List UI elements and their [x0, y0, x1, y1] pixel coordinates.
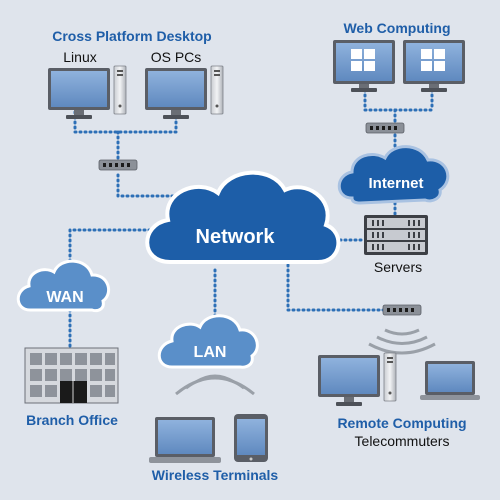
- connector-web-left: [363, 88, 434, 112]
- internet-cloud: Internet: [337, 145, 450, 205]
- connector-network-wan: [68, 228, 172, 264]
- desktop-switch-icon: [98, 159, 138, 171]
- servers-icon: [364, 215, 428, 255]
- remote-switch-icon: [382, 304, 422, 316]
- wireless-terminals-label: Wireless Terminals: [152, 467, 279, 483]
- connector-network-remote: [286, 263, 387, 312]
- linux-label: Linux: [63, 49, 96, 65]
- lan-label: LAN: [194, 344, 227, 361]
- network-label: Network: [196, 226, 276, 248]
- tablet-icon: [234, 414, 268, 462]
- lan-cloud: LAN: [157, 314, 259, 369]
- web-window-icon-left: [333, 40, 395, 92]
- remote-computing-label: Remote Computing: [337, 415, 466, 431]
- remote-laptop-icon: [420, 361, 480, 400]
- remote-desktop-icon: [318, 352, 397, 406]
- web-window-icon-right: [403, 40, 465, 92]
- telecommuters-label: Telecommuters: [355, 433, 450, 449]
- branch-office-building-icon: [24, 347, 119, 404]
- remote-wireless-signal-icon: [368, 328, 436, 355]
- wan-label: WAN: [46, 289, 83, 306]
- servers-label: Servers: [374, 259, 422, 275]
- wan-cloud: WAN: [16, 259, 111, 313]
- web-switch-icon: [365, 122, 405, 134]
- laptop-icon: [149, 417, 221, 463]
- branch-office-label: Branch Office: [26, 412, 118, 428]
- linux-pc-icon: [48, 65, 127, 119]
- cross-platform-desktop-label: Cross Platform Desktop: [52, 28, 211, 44]
- network-cloud: Network: [145, 170, 341, 264]
- wireless-signal-icon: [175, 374, 255, 396]
- os-pc-icon: [145, 65, 224, 119]
- web-computing-label: Web Computing: [343, 20, 450, 36]
- os-pcs-label: OS PCs: [151, 49, 202, 65]
- internet-label: Internet: [368, 175, 423, 192]
